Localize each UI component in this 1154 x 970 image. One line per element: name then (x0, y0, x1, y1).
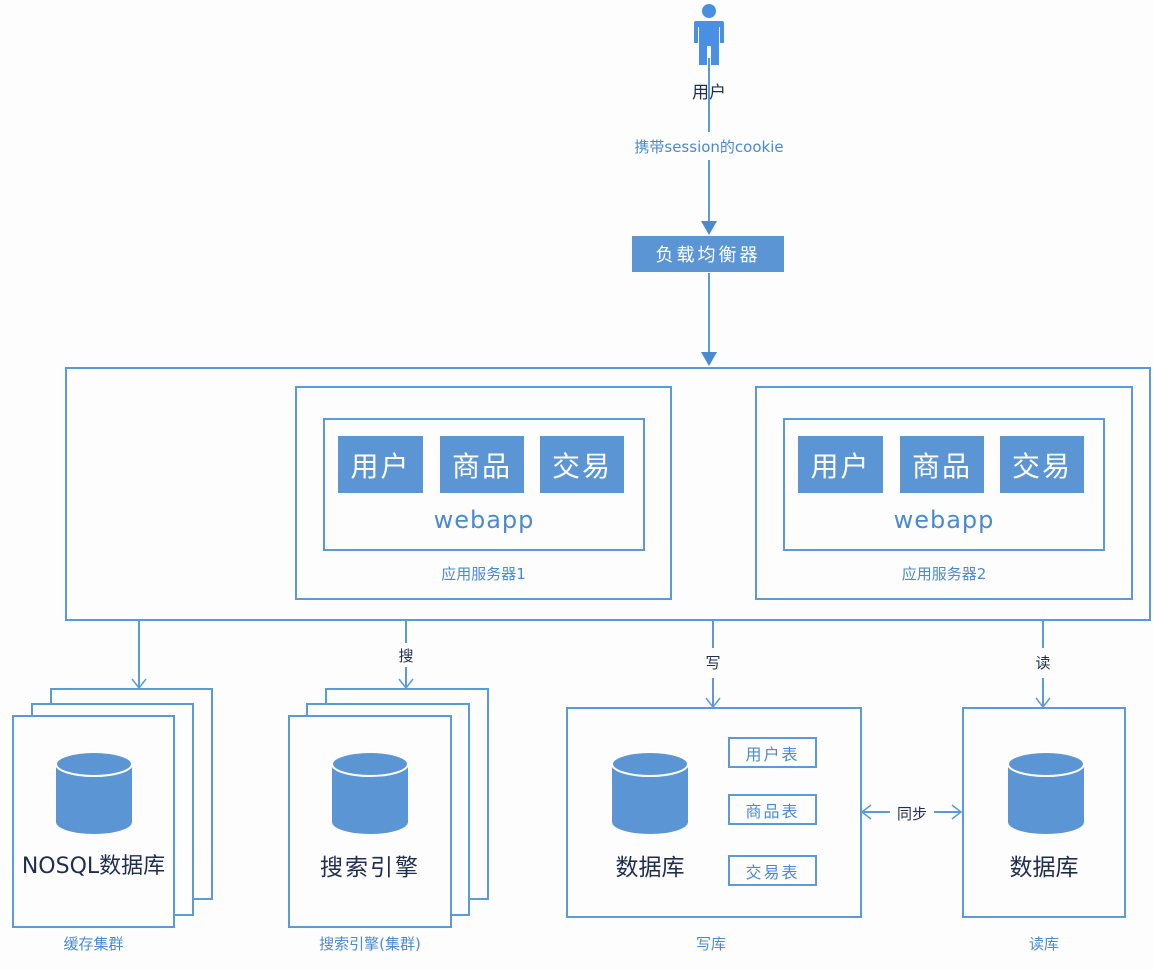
webapp-2-label: webapp (893, 506, 995, 534)
edge-read-label: 读 (1035, 654, 1051, 672)
arrowhead-cache (131, 678, 147, 690)
cache-cluster-caption: 缓存集群 (63, 935, 124, 953)
arrowhead-sync-right (951, 804, 963, 820)
search-db-label: 搜索引擎 (320, 855, 420, 881)
table-product[interactable]: 商品表 (728, 794, 817, 825)
load-balancer[interactable]: 负载均衡器 (632, 236, 784, 272)
app-server-2-label: 应用服务器2 (901, 565, 987, 583)
table-user[interactable]: 用户表 (728, 737, 817, 768)
database-icon (55, 751, 133, 834)
arrowhead-servers (701, 352, 717, 366)
database-icon (611, 751, 689, 834)
write-db-caption: 写库 (695, 935, 726, 953)
app-server-1-label: 应用服务器1 (441, 565, 526, 583)
cache-db-label: NOSQL数据库 (21, 854, 166, 879)
user-label: 用户 (692, 83, 726, 103)
read-db-label: 数据库 (1009, 855, 1079, 881)
edge-sync-label: 同步 (896, 805, 927, 823)
arrowhead-read (1035, 697, 1051, 709)
module-user-1[interactable]: 用户 (338, 436, 423, 493)
read-db-caption: 读库 (1028, 935, 1059, 953)
edge-search-label: 搜 (398, 647, 414, 665)
module-trade-1[interactable]: 交易 (540, 436, 624, 493)
request-label: 携带session的cookie (589, 136, 829, 157)
table-trade[interactable]: 交易表 (728, 855, 817, 886)
database-icon (331, 751, 409, 834)
search-cluster-caption: 搜索引擎(集群) (319, 935, 421, 953)
edge-write-label: 写 (705, 654, 721, 672)
module-product-2[interactable]: 商品 (900, 436, 984, 493)
arrowhead-lb (701, 221, 717, 235)
module-product-1[interactable]: 商品 (440, 436, 524, 493)
module-trade-2[interactable]: 交易 (1000, 436, 1084, 493)
arrowhead-search (398, 678, 414, 690)
write-db-label: 数据库 (615, 855, 685, 881)
webapp-1-label: webapp (433, 506, 535, 534)
module-user-2[interactable]: 用户 (798, 436, 883, 493)
arrowhead-write (705, 697, 721, 709)
arrowhead-sync-left (860, 804, 872, 820)
database-icon (1007, 751, 1085, 834)
person-icon (694, 4, 724, 65)
